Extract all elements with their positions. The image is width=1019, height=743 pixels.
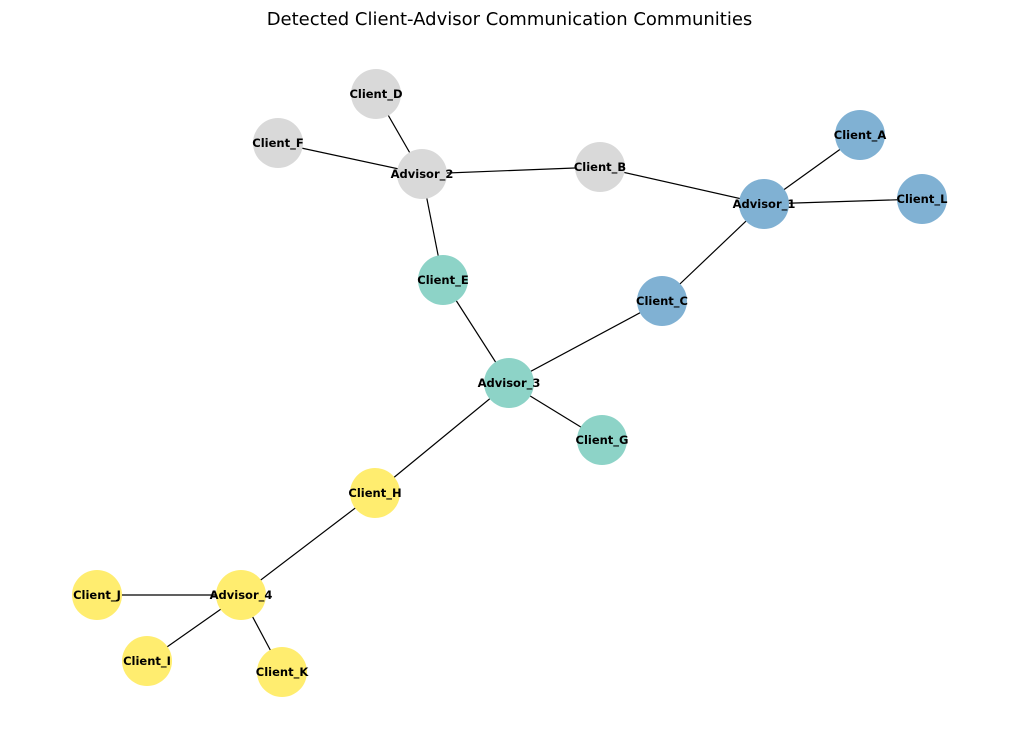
edge-advisor_2-client_b (421, 166, 601, 175)
node-client-f[interactable]: Client_F (252, 118, 304, 168)
node-circle-client-f[interactable] (253, 118, 303, 168)
node-circle-client-k[interactable] (257, 647, 307, 697)
node-label-client-e: Client_E (417, 273, 469, 288)
node-client-e[interactable]: Client_E (417, 255, 469, 305)
edge-client_h-advisor_4 (240, 492, 376, 596)
node-label-advisor-3: Advisor_3 (478, 376, 541, 391)
node-client-a[interactable]: Client_A (834, 110, 887, 160)
node-circle-advisor-3[interactable] (484, 358, 534, 408)
node-label-client-l: Client_L (897, 192, 949, 207)
node-client-h[interactable]: Client_H (348, 468, 402, 518)
node-label-client-c: Client_C (636, 294, 688, 309)
node-label-client-d: Client_D (349, 87, 402, 102)
node-advisor-2[interactable]: Advisor_2 (391, 149, 454, 199)
node-advisor-1[interactable]: Advisor_1 (733, 179, 796, 229)
node-client-l[interactable]: Client_L (897, 174, 949, 224)
node-label-advisor-2: Advisor_2 (391, 167, 454, 182)
node-client-d[interactable]: Client_D (349, 69, 403, 119)
node-client-k[interactable]: Client_K (256, 647, 310, 697)
node-circle-client-i[interactable] (122, 636, 172, 686)
nodes-layer: Client_D Client_F Advisor_2 Client_B Client_… (72, 69, 948, 697)
node-circle-client-h[interactable] (350, 468, 400, 518)
node-client-c[interactable]: Client_C (636, 276, 688, 326)
node-label-advisor-4: Advisor_4 (210, 588, 273, 603)
node-client-b[interactable]: Client_B (574, 142, 626, 192)
node-circle-advisor-1[interactable] (739, 179, 789, 229)
node-circle-client-l[interactable] (897, 174, 947, 224)
node-circle-client-g[interactable] (577, 415, 627, 465)
node-label-client-i: Client_I (123, 654, 171, 669)
node-circle-client-a[interactable] (835, 110, 885, 160)
node-circle-advisor-2[interactable] (397, 149, 447, 199)
node-client-g[interactable]: Client_G (576, 415, 629, 465)
node-label-client-a: Client_A (834, 128, 887, 143)
node-circle-client-b[interactable] (575, 142, 625, 192)
node-advisor-4[interactable]: Advisor_4 (210, 570, 273, 620)
edge-advisor_3-client_h (374, 382, 510, 494)
node-circle-client-j[interactable] (72, 570, 122, 620)
node-label-client-b: Client_B (574, 160, 626, 175)
node-circle-client-c[interactable] (637, 276, 687, 326)
node-label-client-g: Client_G (576, 433, 629, 448)
node-label-client-h: Client_H (348, 486, 401, 501)
edge-client_b-advisor_1 (599, 166, 765, 205)
edge-client_l-advisor_1 (763, 198, 923, 205)
node-label-client-f: Client_F (252, 136, 303, 151)
graph-title: Detected Client-Advisor Communication Co… (267, 9, 753, 30)
node-client-j[interactable]: Client_J (72, 570, 122, 620)
node-advisor-3[interactable]: Advisor_3 (478, 358, 541, 408)
node-client-i[interactable]: Client_I (122, 636, 172, 686)
node-circle-client-d[interactable] (351, 69, 401, 119)
node-circle-client-e[interactable] (418, 255, 468, 305)
node-circle-advisor-4[interactable] (216, 570, 266, 620)
node-label-client-k: Client_K (256, 665, 310, 680)
edge-client_c-advisor_3 (508, 300, 663, 384)
node-label-advisor-1: Advisor_1 (733, 197, 796, 212)
node-label-client-j: Client_J (73, 588, 121, 603)
